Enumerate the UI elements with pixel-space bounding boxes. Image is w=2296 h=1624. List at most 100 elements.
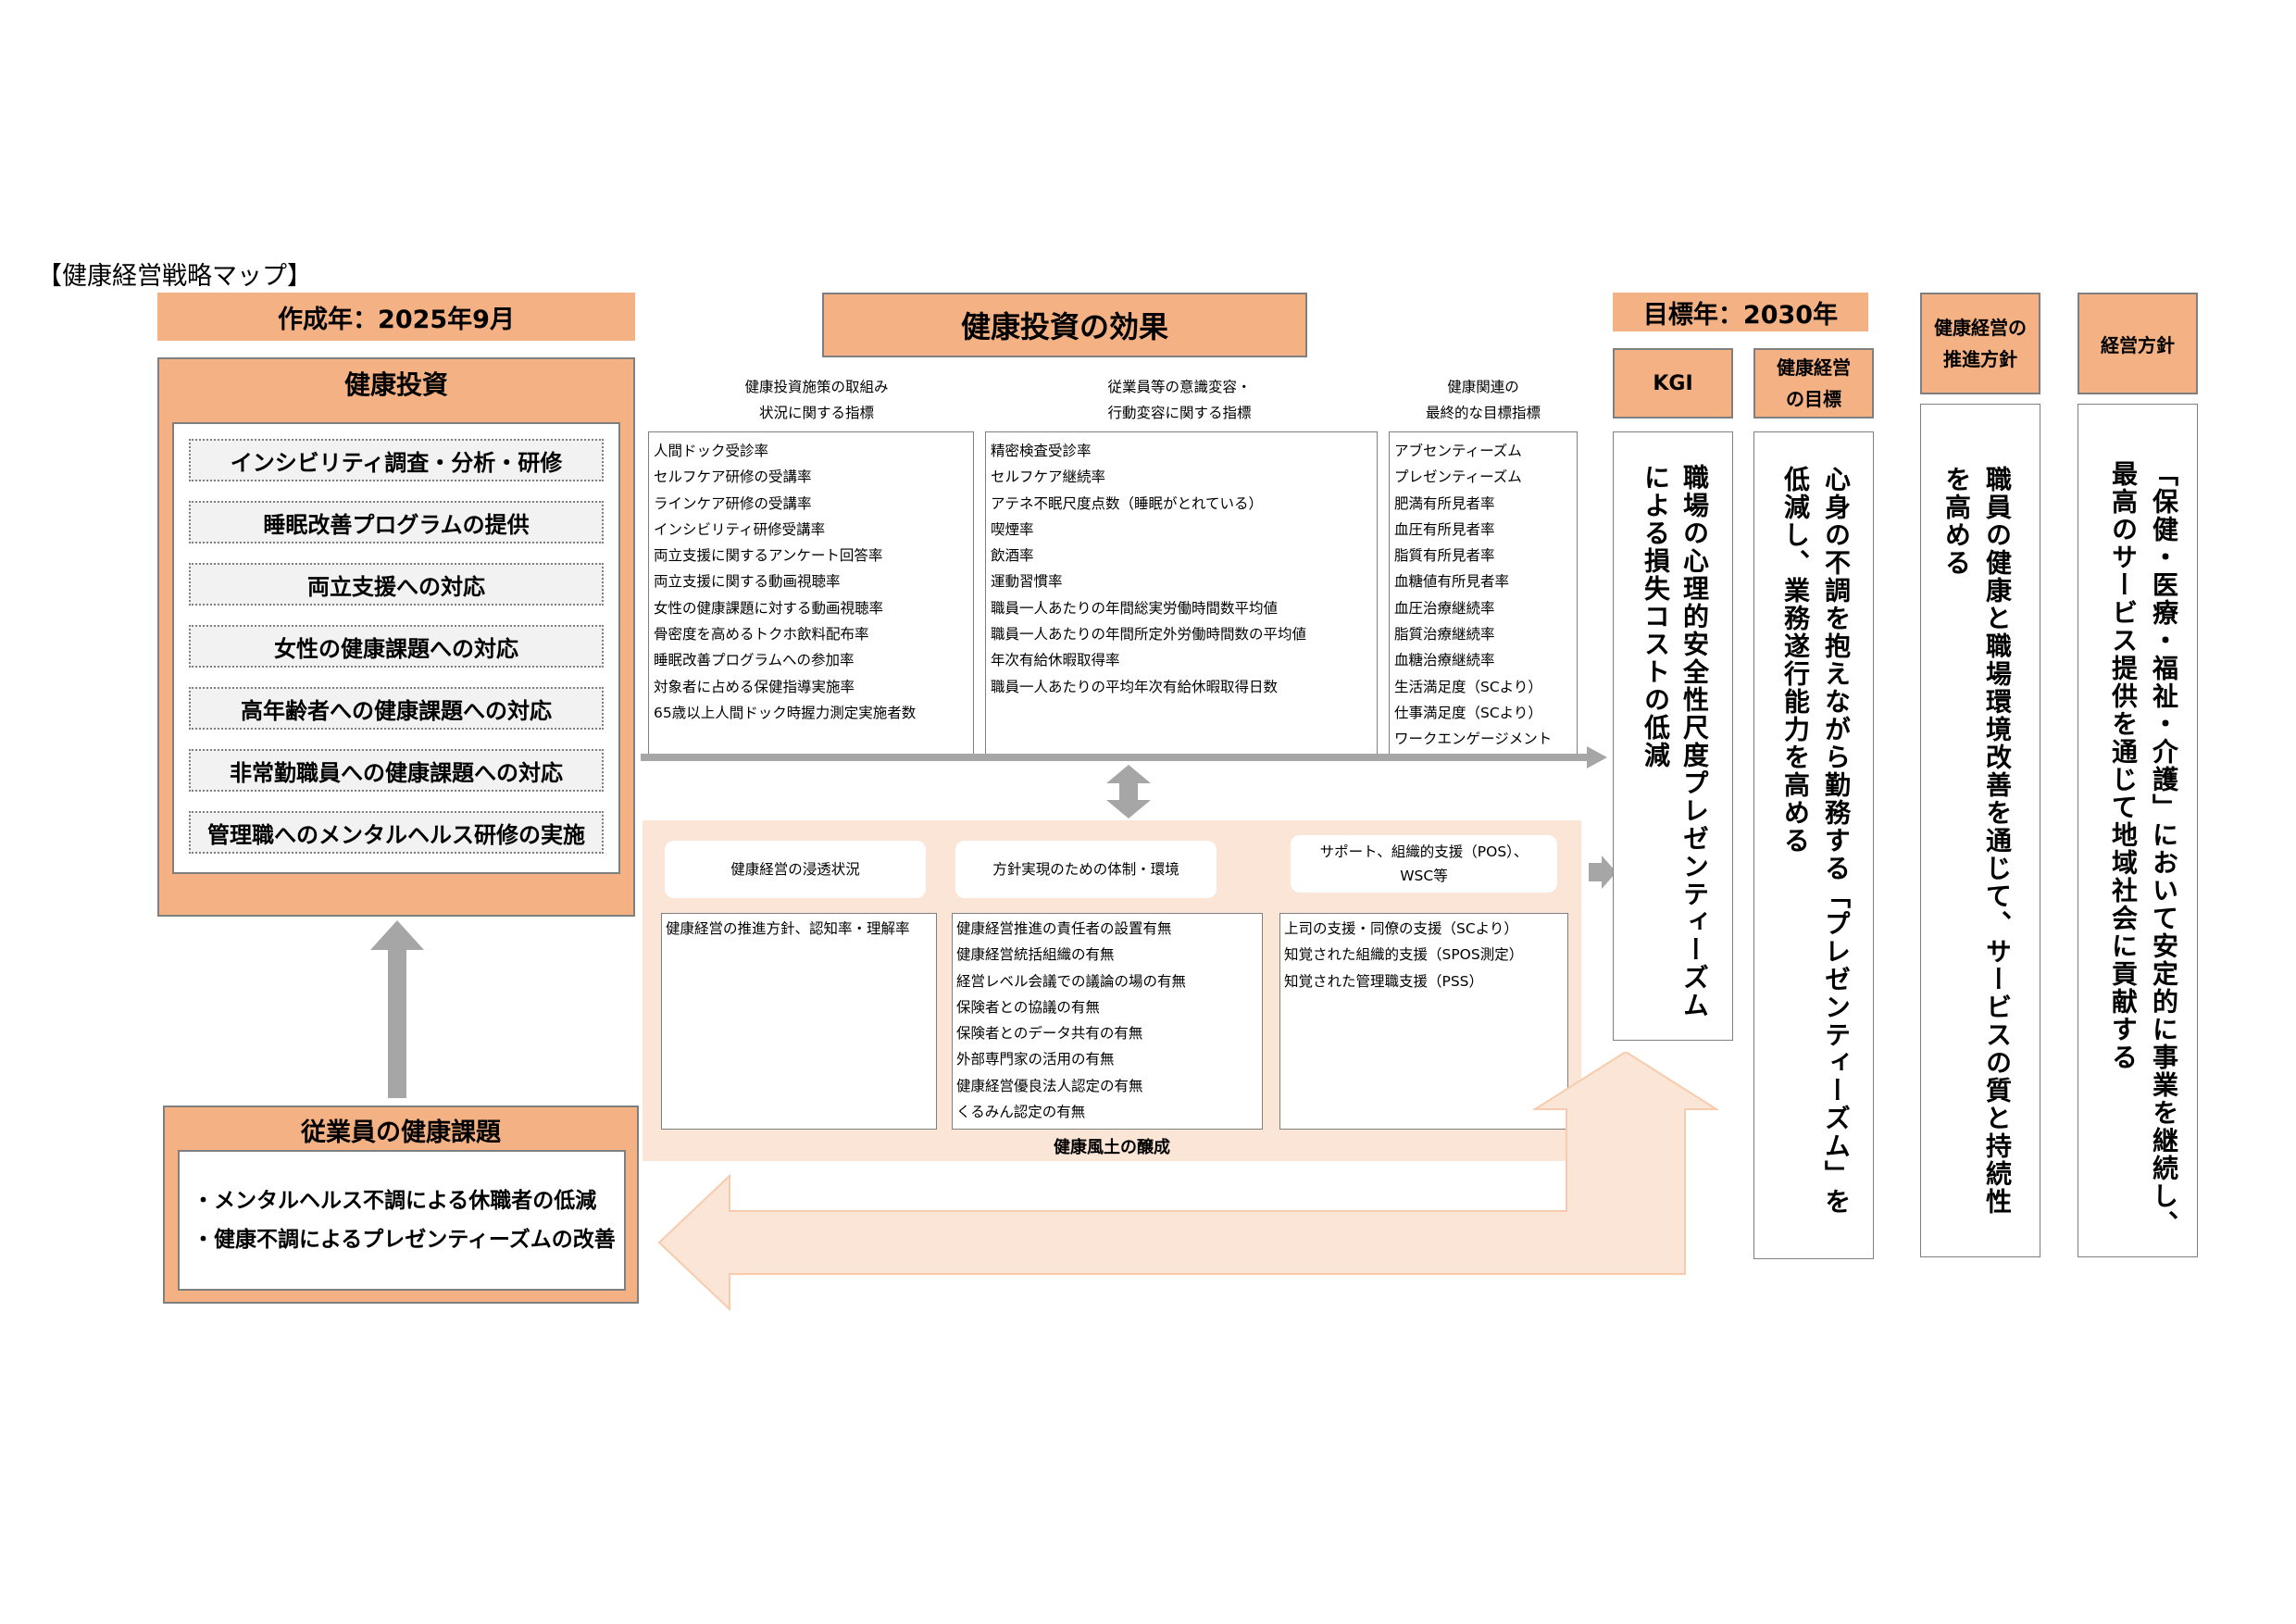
culture-section-list: 上司の支援・同僚の支援（SCより） 知覚された組織的支援（SPOS測定） 知覚さ… bbox=[1279, 913, 1568, 1130]
indicator-item: 脂質治療継続率 bbox=[1394, 626, 1495, 643]
issues-panel: 従業員の健康課題 ・メンタルヘルス不調による休職者の低減 ・健康不調によるプレゼ… bbox=[163, 1106, 639, 1304]
policy-header: 健康経営の推進方針 bbox=[1920, 293, 2040, 394]
indicator-item: アテネ不眠尺度点数（睡眠がとれている） bbox=[991, 494, 1264, 512]
culture-item: 外部専門家の活用の有無 bbox=[956, 1051, 1115, 1068]
culture-panel: 健康経営の浸透状況 方針実現のための体制・環境 サポート、組織的支援（POS）、… bbox=[643, 820, 1581, 1161]
indicator-item: ラインケア研修の受講率 bbox=[654, 494, 812, 512]
indicator-item: 肥満有所見者率 bbox=[1394, 494, 1495, 512]
kgi-text: 職場の心理的安全性尺度プレゼンティーズムによる損失コストの低減 bbox=[1641, 464, 1710, 1019]
culture-item: 健康経営優良法人認定の有無 bbox=[956, 1077, 1143, 1094]
col1-header-line: 状況に関する指標 bbox=[758, 405, 874, 421]
investment-item: 高年齢者への健康課題への対応 bbox=[189, 687, 604, 730]
indicator-item: 血糖治療継続率 bbox=[1394, 652, 1495, 669]
col3-header-line: 健康関連の bbox=[1447, 379, 1519, 395]
culture-section-header: 方針実現のための体制・環境 bbox=[955, 841, 1217, 898]
investment-title: 健康投資 bbox=[343, 369, 448, 400]
col1-header-line: 健康投資施策の取組み bbox=[744, 379, 889, 395]
culture-item: 保険者との協議の有無 bbox=[956, 998, 1100, 1016]
created-year-banner: 作成年：2025年9月 bbox=[157, 293, 635, 341]
issue-item: ・メンタルヘルス不調による休職者の低減 bbox=[193, 1189, 597, 1213]
investment-item: 睡眠改善プログラムの提供 bbox=[189, 501, 604, 543]
kgi-box: 職場の心理的安全性尺度プレゼンティーズムによる損失コストの低減 bbox=[1613, 431, 1733, 1041]
indicator-item: 仕事満足度（SCより） bbox=[1394, 704, 1542, 721]
indicator-item: 職員一人あたりの年間総実労働時間数平均値 bbox=[991, 599, 1279, 617]
culture-section-list: 健康経営推進の責任者の設置有無 健康経営統括組織の有無 経営レベル会議での議論の… bbox=[952, 913, 1263, 1130]
indicator-item: セルフケア継続率 bbox=[991, 468, 1106, 486]
indicator-item: 睡眠改善プログラムへの参加率 bbox=[654, 652, 855, 669]
col1-list: 人間ドック受診率 セルフケア研修の受講率 ラインケア研修の受講率 インシビリティ… bbox=[648, 431, 974, 756]
indicator-item: 両立支援に関する動画視聴率 bbox=[654, 573, 841, 591]
indicator-item: 血圧治療継続率 bbox=[1394, 599, 1495, 617]
indicator-item: 血糖値有所見者率 bbox=[1394, 573, 1510, 591]
mgmt-header: 経営方針 bbox=[2078, 293, 2198, 394]
col3-header: 健康関連の 最終的な目標指標 bbox=[1389, 374, 1578, 426]
indicator-item: 職員一人あたりの平均年次有給休暇取得日数 bbox=[991, 678, 1279, 695]
up-arrow-icon bbox=[370, 920, 424, 1098]
double-arrow-icon bbox=[1106, 765, 1151, 818]
kgi-header: KGI bbox=[1613, 348, 1733, 418]
col2-header-line: 行動変容に関する指標 bbox=[1107, 405, 1252, 421]
policy-header-text: 健康経営の推進方針 bbox=[1934, 312, 2027, 375]
investment-item: 両立支援への対応 bbox=[189, 563, 604, 606]
col3-list: アブセンティーズム プレゼンティーズム 肥満有所見者率 血圧有所見者率 脂質有所… bbox=[1389, 431, 1578, 756]
culture-item: 知覚された管理職支援（PSS） bbox=[1284, 972, 1484, 990]
goal-header: 健康経営の目標 bbox=[1753, 348, 1874, 418]
culture-item: 経営レベル会議での議論の場の有無 bbox=[956, 972, 1187, 990]
indicator-item: 骨密度を高めるトクホ飲料配布率 bbox=[654, 626, 869, 643]
indicator-item: 65歳以上人間ドック時握力測定実施者数 bbox=[654, 704, 917, 721]
goal-box: 心身の不調を抱えながら勤務する「プレゼンティーズム」を低減し、業務遂行能力を高め… bbox=[1753, 431, 1874, 1259]
culture-section-header: サポート、組織的支援（POS）、WSC等 bbox=[1291, 835, 1557, 893]
col2-list: 精密検査受診率 セルフケア継続率 アテネ不眠尺度点数（睡眠がとれている） 喫煙率… bbox=[985, 431, 1378, 756]
header-line: の目標 bbox=[1786, 388, 1841, 410]
mgmt-box: 「保健・医療・福祉・介護」において安定的に事業を継続し、最高のサービス提供を通じ… bbox=[2078, 404, 2198, 1257]
goal-header-text: 健康経営の目標 bbox=[1777, 352, 1851, 415]
indicator-item: 飲酒率 bbox=[991, 547, 1034, 565]
indicator-item: 血圧有所見者率 bbox=[1394, 520, 1495, 538]
culture-section-list: 健康経営の推進方針、認知率・理解率 bbox=[661, 913, 937, 1130]
indicator-item: 脂質有所見者率 bbox=[1394, 547, 1495, 565]
col3-header-line: 最終的な目標指標 bbox=[1425, 405, 1541, 421]
investment-list: インシビリティ調査・分析・研修 睡眠改善プログラムの提供 両立支援への対応 女性… bbox=[172, 422, 620, 874]
col2-header-line: 従業員等の意識変容・ bbox=[1107, 379, 1252, 395]
indicator-item: 職員一人あたりの年間所定外労働時間数の平均値 bbox=[991, 626, 1307, 643]
indicator-item: 運動習慣率 bbox=[991, 573, 1063, 591]
col1-header: 健康投資施策の取組み 状況に関する指標 bbox=[648, 374, 985, 426]
indicator-item: 人間ドック受診率 bbox=[654, 443, 769, 459]
culture-item: 健康経営統括組織の有無 bbox=[956, 946, 1115, 964]
culture-item: 健康経営の推進方針、認知率・理解率 bbox=[666, 920, 910, 937]
issues-list: ・メンタルヘルス不調による休職者の低減 ・健康不調によるプレゼンティーズムの改善 bbox=[178, 1150, 626, 1291]
page-title: 【健康経営戦略マップ】 bbox=[37, 262, 312, 291]
effects-title: 健康投資の効果 bbox=[822, 293, 1307, 357]
culture-label: 健康風土の醸成 bbox=[1054, 1138, 1170, 1157]
culture-item: くるみん認定の有無 bbox=[956, 1104, 1086, 1121]
indicator-item: インシビリティ研修受講率 bbox=[654, 520, 826, 538]
indicator-item: 対象者に占める保健指導実施率 bbox=[654, 678, 855, 695]
culture-section-header: 健康経営の浸透状況 bbox=[665, 841, 926, 898]
goal-text: 心身の不調を抱えながら勤務する「プレゼンティーズム」を低減し、業務遂行能力を高め… bbox=[1780, 466, 1852, 1216]
culture-item: 健康経営推進の責任者の設置有無 bbox=[956, 920, 1172, 937]
investment-item: 管理職へのメンタルヘルス研修の実施 bbox=[189, 811, 604, 854]
investment-item: 非常勤職員への健康課題への対応 bbox=[189, 749, 604, 792]
indicator-item: 精密検査受診率 bbox=[991, 443, 1092, 459]
return-arrow-icon bbox=[657, 1052, 1720, 1312]
investment-item: インシビリティ調査・分析・研修 bbox=[189, 439, 604, 481]
indicator-item: セルフケア研修の受講率 bbox=[654, 468, 812, 486]
col2-header: 従業員等の意識変容・ 行動変容に関する指標 bbox=[985, 374, 1374, 426]
issue-item: ・健康不調によるプレゼンティーズムの改善 bbox=[193, 1228, 616, 1252]
culture-item: 上司の支援・同僚の支援（SCより） bbox=[1284, 920, 1518, 937]
right-arrow-icon bbox=[1589, 856, 1616, 889]
indicator-item: 喫煙率 bbox=[991, 520, 1034, 538]
header-line: 健康経営の bbox=[1934, 317, 2027, 339]
indicator-item: 女性の健康課題に対する動画視聴率 bbox=[654, 599, 884, 617]
policy-text: 職員の健康と職場環境改善を通じて、サービスの質と持続性を高める bbox=[1941, 466, 2013, 1216]
culture-item: 保険者とのデータ共有の有無 bbox=[956, 1025, 1143, 1043]
indicator-item: 生活満足度（SCより） bbox=[1394, 678, 1542, 695]
indicator-item: 年次有給休暇取得率 bbox=[991, 652, 1120, 669]
header-line: サポート、組織的支援（POS）、 bbox=[1319, 843, 1529, 860]
indicator-item: アブセンティーズム bbox=[1394, 443, 1522, 459]
header-line: 健康経営 bbox=[1777, 356, 1851, 379]
mgmt-text: 「保健・医療・福祉・介護」において安定的に事業を継続し、最高のサービス提供を通じ… bbox=[2108, 460, 2179, 1238]
header-line: 推進方針 bbox=[1943, 348, 2017, 370]
right-arrow-icon bbox=[641, 746, 1607, 768]
indicator-item: ワークエンゲージメント bbox=[1394, 731, 1553, 748]
